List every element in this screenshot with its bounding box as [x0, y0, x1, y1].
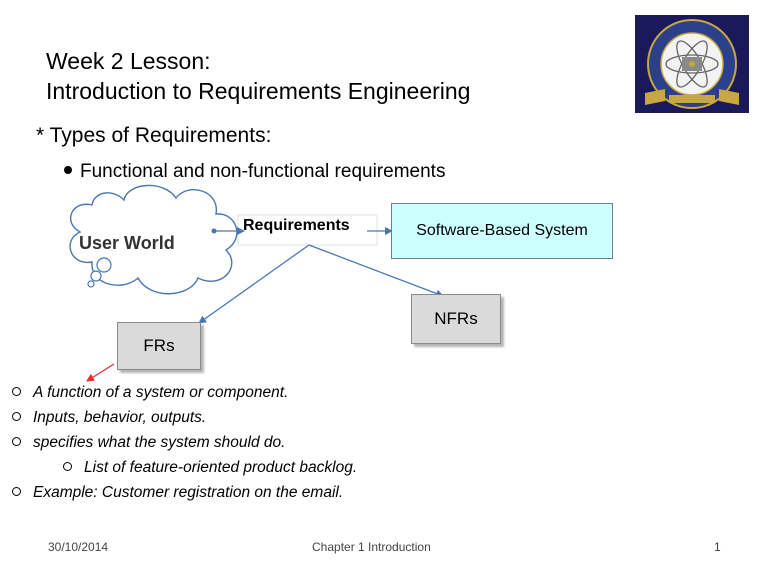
nfrs-box: NFRs	[411, 294, 501, 344]
circle-bullet-icon	[12, 437, 21, 447]
list-item-text: Example: Customer registration on the em…	[33, 484, 344, 501]
list-item-text: A function of a system or component.	[33, 384, 289, 401]
circle-bullet-icon	[12, 487, 21, 497]
user-world-cloud	[69, 184, 238, 295]
circle-bullet-icon	[63, 462, 72, 472]
circle-bullet-icon	[12, 387, 21, 397]
list-item: specifies what the system should do.	[12, 434, 285, 452]
software-system-box: Software-Based System	[391, 203, 613, 259]
title-line-2: Introduction to Requirements Engineering	[46, 78, 471, 104]
footer-chapter: Chapter 1 Introduction	[312, 540, 431, 554]
requirements-label: Requirements	[243, 217, 350, 234]
slide-title: Week 2 Lesson: Introduction to Requireme…	[46, 46, 470, 106]
arrow-origin-dot	[211, 228, 217, 234]
circle-bullet-icon	[12, 412, 21, 422]
list-item: Example: Customer registration on the em…	[12, 484, 343, 502]
user-world-label: User World	[79, 233, 175, 253]
nfrs-label: NFRs	[434, 309, 478, 328]
list-item: Inputs, behavior, outputs.	[12, 409, 206, 427]
list-item: List of feature-oriented product backlog…	[63, 459, 357, 477]
arrow-requirements-to-nfrs	[308, 244, 444, 298]
university-seal-icon	[635, 15, 749, 113]
footer-date: 30/10/2014	[48, 540, 109, 554]
software-system-label: Software-Based System	[416, 222, 588, 239]
arrow-requirements-to-frs	[198, 244, 310, 324]
footer-page-number: 1	[714, 540, 721, 554]
section-heading: * Types of Requirements:	[36, 124, 272, 147]
requirements-node-frame	[237, 214, 378, 246]
title-line-1: Week 2 Lesson:	[46, 48, 211, 74]
arrow-frs-to-list	[86, 363, 115, 382]
list-item-text: Inputs, behavior, outputs.	[33, 409, 207, 426]
list-item-text: specifies what the system should do.	[33, 434, 286, 451]
bullet-dot	[64, 165, 72, 174]
list-item-text: List of feature-oriented product backlog…	[84, 459, 358, 476]
frs-label: FRs	[143, 336, 175, 355]
list-item: A function of a system or component.	[12, 384, 288, 402]
frs-box: FRs	[117, 322, 201, 370]
section-bullet: Functional and non-functional requiremen…	[64, 161, 445, 183]
section-bullet-text: Functional and non-functional requiremen…	[80, 161, 446, 182]
